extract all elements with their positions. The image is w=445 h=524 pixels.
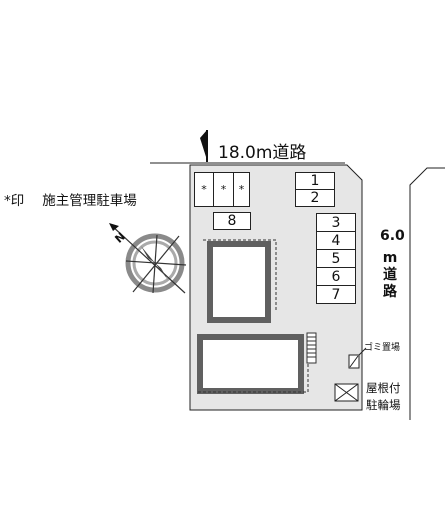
parking-space-1: 1 <box>295 172 335 190</box>
parking-space-6: 6 <box>316 267 356 286</box>
garbage-label: ゴミ置場 <box>364 343 401 353</box>
parking-space-4: 4 <box>316 231 356 250</box>
parking-legend: *印 施主管理駐車場 <box>4 189 137 209</box>
bicycle-parking-label: 屋根付 駐輪場 <box>366 380 412 414</box>
parking-space-7: 7 <box>316 285 356 304</box>
compass-icon: N <box>109 223 187 294</box>
building-lower <box>197 334 304 394</box>
right-road-name-2: 路 <box>383 284 397 300</box>
owner-parking-space: * <box>194 172 214 207</box>
road-direction-arrow-icon <box>200 130 207 160</box>
top-road-label: 18.0m道路 <box>218 143 307 163</box>
legend-symbol: *印 <box>4 193 25 209</box>
parking-space-2: 2 <box>295 189 335 207</box>
bicycle-label-line2: 駐輪場 <box>366 398 401 412</box>
parking-space-5: 5 <box>316 249 356 268</box>
building-upper-outline <box>203 239 277 312</box>
right-road-edge <box>409 167 445 420</box>
owner-parking-space: * <box>213 172 234 207</box>
legend-text: 施主管理駐車場 <box>42 193 137 209</box>
compass-north-label: N <box>112 230 128 246</box>
right-road-label: 6.0 m 道 路 <box>380 228 405 301</box>
parking-space-3: 3 <box>316 213 356 232</box>
building-upper <box>207 241 271 323</box>
right-road-name-1: 道 <box>383 267 397 283</box>
right-road-width: 6.0 <box>380 228 405 244</box>
stairs <box>306 332 317 364</box>
right-road-unit: m <box>382 250 398 266</box>
owner-parking-space: * <box>233 172 250 207</box>
bicycle-label-line1: 屋根付 <box>366 381 401 395</box>
building-lower-outline <box>198 333 309 393</box>
parking-space-8: 8 <box>213 212 251 230</box>
